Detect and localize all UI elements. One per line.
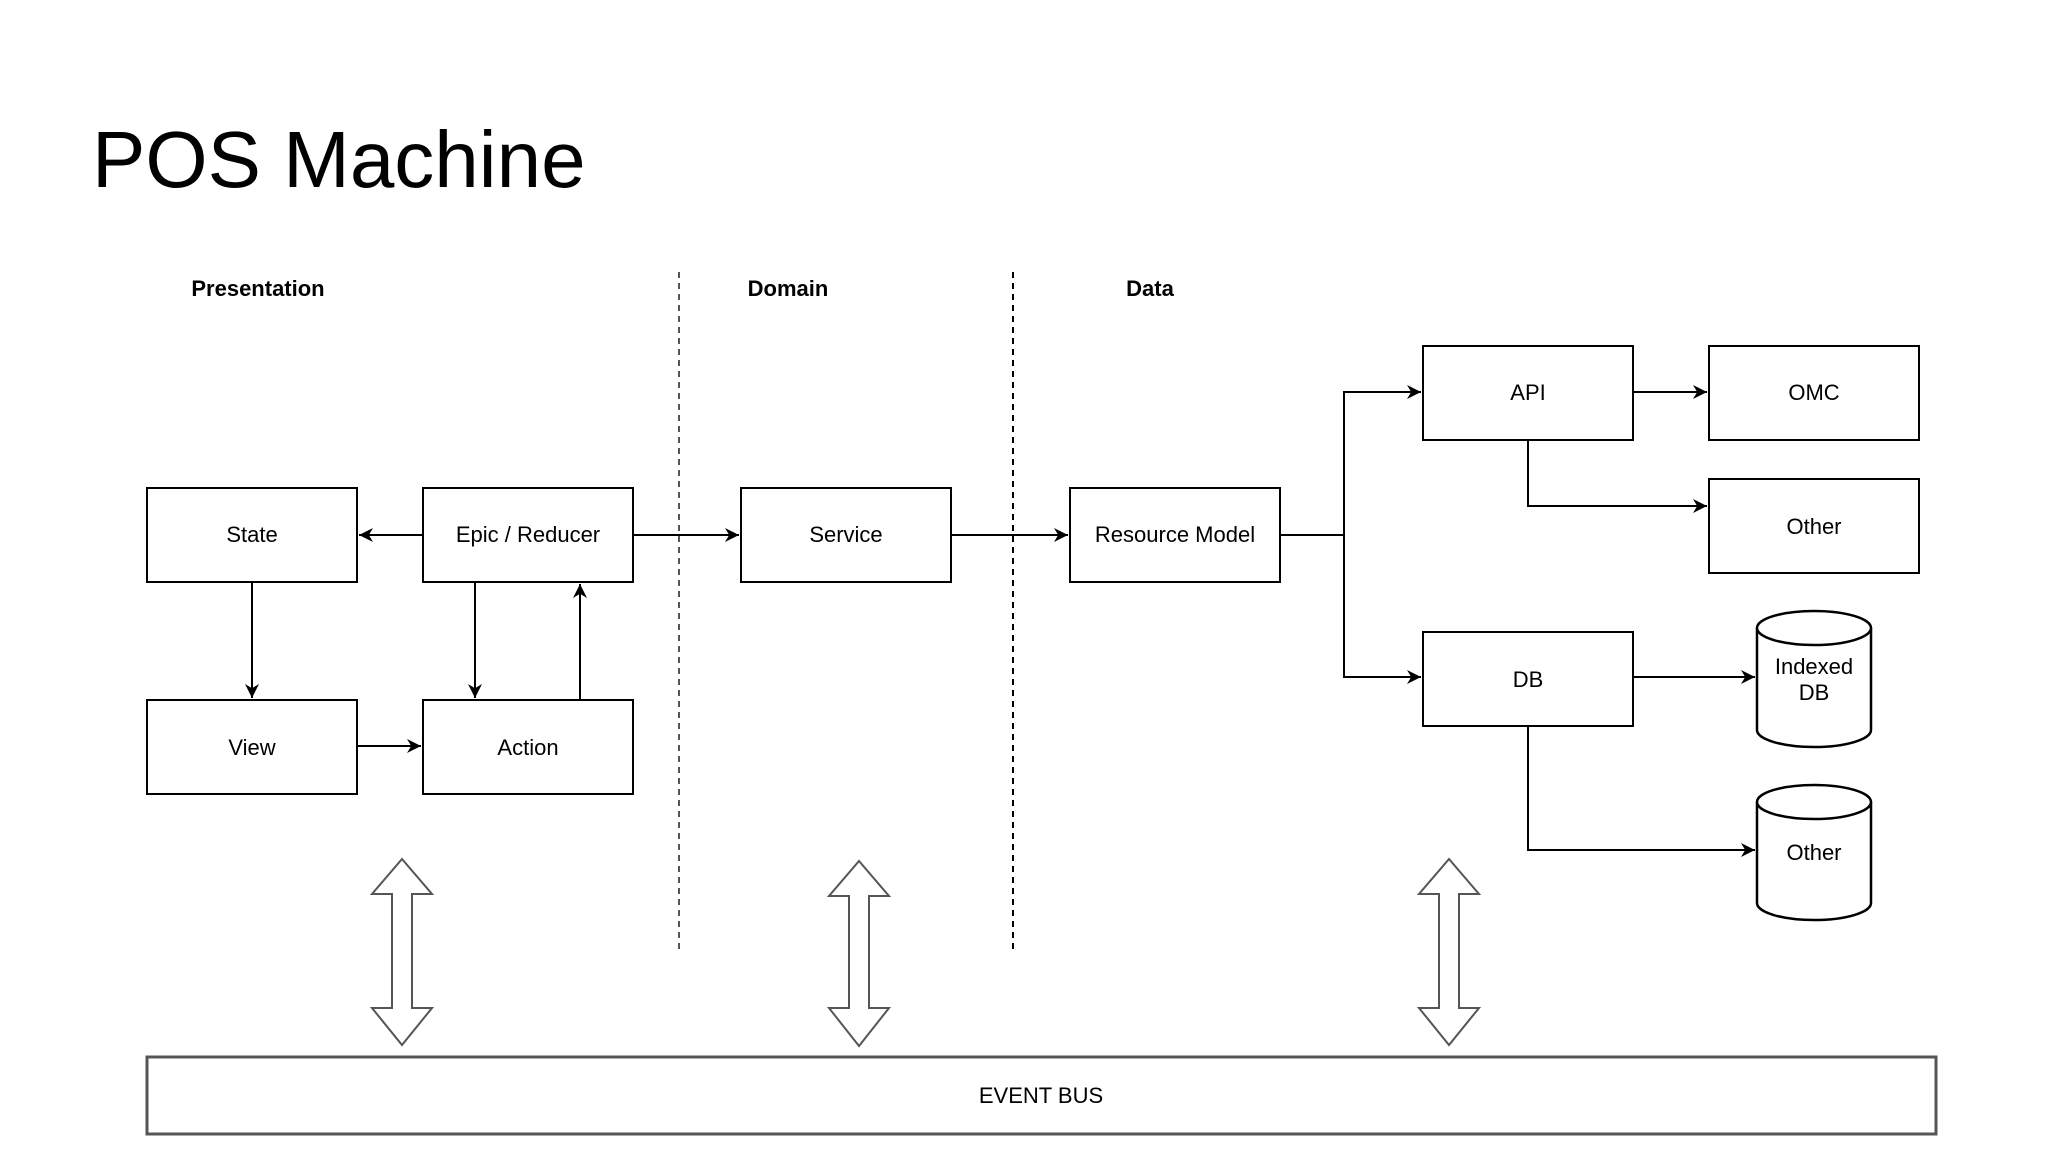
edge-resource-model-to-db <box>1343 535 1421 684</box>
section-label-presentation: Presentation <box>191 276 324 301</box>
event-bus-links <box>369 857 1482 1048</box>
node-resource-model-label: Resource Model <box>1095 522 1255 547</box>
node-api: API <box>1422 345 1634 441</box>
node-state: State <box>146 487 358 583</box>
node-action-label: Action <box>497 735 558 760</box>
event-bus-label: EVENT BUS <box>979 1083 1103 1108</box>
node-api-other: Other <box>1708 478 1920 574</box>
node-epic-reducer-label: Epic / Reducer <box>456 522 600 547</box>
node-service: Service <box>740 487 952 583</box>
node-omc-label: OMC <box>1788 380 1839 405</box>
node-resource-model: Resource Model <box>1069 487 1281 583</box>
slide-title: POS Machine <box>92 115 586 204</box>
node-db: DB <box>1422 631 1634 727</box>
edge-resource-model-to-api <box>1280 385 1421 536</box>
node-indexed-db: Indexed DB <box>1755 609 1873 749</box>
node-view: View <box>146 699 358 795</box>
edge-api-to-other <box>1527 440 1707 513</box>
node-db-other: Other <box>1755 783 1873 922</box>
node-omc: OMC <box>1708 345 1920 441</box>
node-view-label: View <box>228 735 275 760</box>
connectors <box>245 385 1755 857</box>
node-indexed-db-label-line1: Indexed <box>1775 654 1853 679</box>
event-bus: EVENT BUS <box>145 1055 1938 1136</box>
node-indexed-db-label-line2: DB <box>1799 680 1830 705</box>
node-state-label: State <box>226 522 277 547</box>
node-epic-reducer: Epic / Reducer <box>422 487 634 583</box>
bus-arrow-data <box>1416 857 1482 1047</box>
bus-arrow-domain <box>826 859 892 1048</box>
node-action: Action <box>422 699 634 795</box>
node-db-other-label: Other <box>1786 840 1841 865</box>
section-label-data: Data <box>1126 276 1174 301</box>
bus-arrow-presentation <box>369 857 435 1047</box>
node-service-label: Service <box>809 522 882 547</box>
node-db-label: DB <box>1513 667 1544 692</box>
node-api-other-label: Other <box>1786 514 1841 539</box>
edge-db-to-other <box>1527 726 1755 857</box>
section-label-domain: Domain <box>748 276 829 301</box>
node-api-label: API <box>1510 380 1545 405</box>
